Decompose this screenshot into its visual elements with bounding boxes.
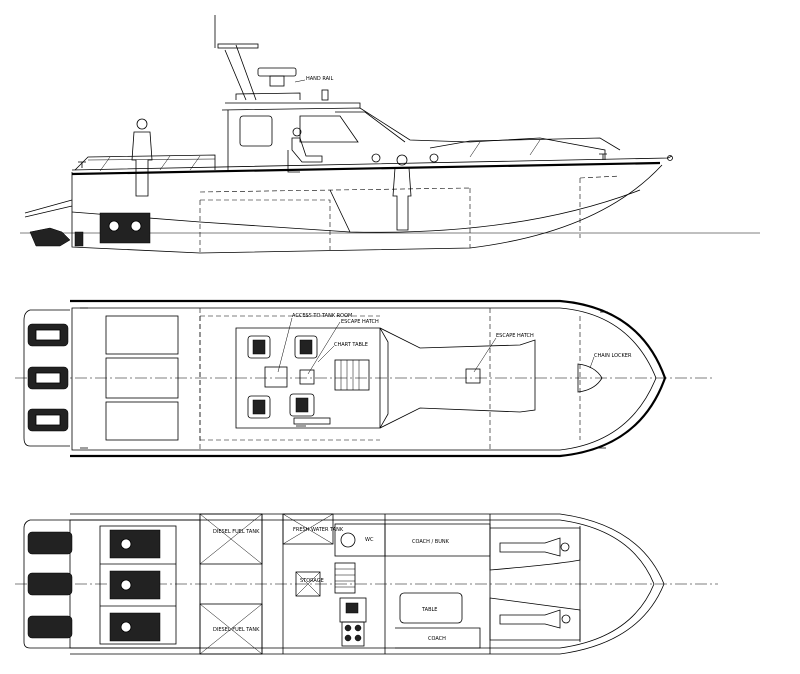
label-fresh-water-tank: FRESH WATER TANK — [293, 527, 344, 533]
label-chart-table: CHART TABLE — [334, 342, 368, 348]
deck-hatch-3 — [105, 401, 179, 441]
outboard-motor-profile — [29, 227, 84, 247]
foredeck-cabin-top — [379, 327, 536, 429]
profile-chine — [71, 189, 641, 233]
helm-seats — [247, 335, 331, 425]
cabin-top — [225, 102, 361, 108]
radar-dome — [257, 67, 297, 77]
berth-starboard — [489, 597, 581, 641]
profile-sheer-line — [71, 155, 673, 171]
inboard-engines-lower — [109, 529, 161, 642]
deck-plan-view: ACCESS TO TANK ROOM ESCAPE HATCH CHART T… — [15, 299, 712, 458]
bow-fitting — [667, 155, 673, 161]
deck-hatch-1 — [105, 315, 179, 355]
chain-locker — [577, 363, 603, 393]
deck-swim-platform — [23, 309, 70, 447]
label-wc: WC — [365, 537, 374, 543]
profile-cleats — [78, 153, 607, 168]
person-lying-starboard — [499, 609, 571, 629]
foredeck-rail — [429, 137, 621, 151]
deck-hull-outline — [70, 299, 667, 458]
label-hand-rail: HAND RAIL — [306, 76, 334, 82]
inboard-engine-profile — [99, 212, 151, 244]
lower-stairs — [334, 562, 356, 594]
label-access-tank-room: ACCESS TO TANK ROOM — [292, 313, 352, 319]
profile-rub-rail — [71, 161, 661, 176]
diesel-tank-1 — [199, 513, 263, 565]
lower-deck-view: DIESEL FUEL TANK DIESEL FUEL TANK FRESH … — [15, 513, 718, 655]
cabin-window-1 — [239, 115, 273, 147]
label-diesel-tank-1: DIESEL FUEL TANK — [213, 529, 260, 535]
deck-cleats — [80, 307, 608, 449]
porthole-1 — [371, 153, 381, 163]
outboard-motors-lower — [27, 531, 73, 639]
tank-room-access-hatch — [264, 366, 288, 388]
deck-inner-outline — [71, 307, 657, 451]
berth-port — [489, 527, 581, 571]
porthole-2 — [429, 153, 439, 163]
galley — [339, 597, 367, 647]
lower-swim-platform — [23, 519, 70, 649]
label-storage: STORAGE — [300, 578, 324, 584]
label-chain-locker: CHAIN LOCKER — [594, 353, 632, 359]
toilet — [340, 532, 356, 548]
person-standing-mid — [392, 154, 412, 231]
outboard-motors-deck — [27, 323, 69, 432]
lower-inner-outline — [70, 519, 655, 649]
companionway-steps — [329, 189, 351, 233]
radar-arch — [224, 44, 257, 101]
roof-hand-rail — [235, 92, 301, 100]
label-table: TABLE — [421, 607, 437, 613]
label-coach-bunk: COACH / BUNK — [412, 539, 450, 545]
label-escape-hatch-2: ESCAPE HATCH — [496, 333, 534, 339]
profile-view: HAND RAIL — [20, 15, 760, 254]
person-standing-aft — [131, 118, 153, 197]
companionway-stairs — [334, 359, 370, 391]
storage-area — [295, 571, 321, 597]
profile-interior-dashed — [199, 187, 471, 252]
escape-hatch-small — [299, 369, 315, 385]
cabin-window-2 — [299, 115, 359, 143]
label-escape-hatch-1: ESCAPE HATCH — [341, 319, 379, 325]
label-diesel-tank-2: DIESEL FUEL TANK — [213, 627, 260, 633]
deck-hatch-2 — [105, 357, 179, 399]
lower-hull-outline — [70, 513, 665, 655]
person-lying-port — [499, 537, 570, 557]
saloon-table — [399, 592, 463, 624]
swim-platform — [24, 199, 73, 214]
profile-hull — [71, 164, 663, 254]
person-seated-helm — [287, 127, 323, 173]
cabin-roof-profile — [221, 107, 606, 160]
escape-hatch-fore — [465, 368, 481, 384]
windscreen-frame — [335, 111, 406, 143]
label-coach: COACH — [428, 636, 446, 642]
coach-outline — [395, 627, 481, 649]
